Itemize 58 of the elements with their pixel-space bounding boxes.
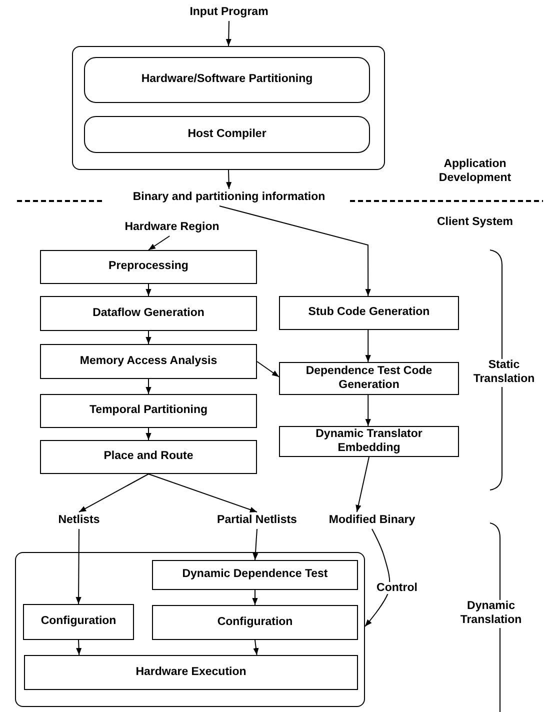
process-box [40,344,257,379]
arrow [253,640,259,656]
arrow [146,378,152,394]
process-box [152,605,358,640]
box-label: Dynamic Translator Embedding [314,428,424,456]
arrow [148,474,258,512]
box-label: Temporal Partitioning [88,404,208,418]
arrow [364,528,390,627]
arrow [146,428,152,440]
process-box [40,394,257,428]
box-label: Hardware/Software Partitioning [140,73,314,87]
group-box [72,46,385,170]
box-label: Configuration [216,616,294,630]
process-box [40,440,257,474]
arrow [78,474,149,512]
arrow [146,284,152,296]
arrow [252,590,258,606]
box-label: Configuration [40,615,118,629]
flow-label: Input Program [189,4,269,21]
flow-label: Modified Binary [318,512,426,529]
process-box [84,57,370,103]
process-box [24,655,358,690]
arrow [226,20,232,46]
flow-label: Binary and partitioning information [110,189,348,206]
box-label: Memory Access Analysis [78,354,218,368]
arrow [146,330,152,344]
arrow [226,170,232,190]
box-label: Dependence Test Code Generation [304,364,434,392]
flow-label: Partial Netlists [205,512,309,529]
arrow [256,361,280,378]
arrow [218,206,371,296]
process-box [84,116,370,153]
arrow [365,394,371,426]
process-box [40,250,257,284]
arrow [365,330,371,362]
flow-label: Netlists [50,512,108,529]
process-box [279,426,459,457]
box-label: Stub Code Generation [307,306,431,320]
process-box [279,362,459,395]
edge-label: Control [374,582,420,594]
flow-label: Hardware Region [112,219,232,236]
box-label: Place and Route [102,450,194,464]
arrow [148,236,170,250]
box-label: Hardware Execution [134,666,248,680]
box-label: Preprocessing [108,260,190,274]
process-box [279,296,459,330]
process-box [40,296,257,331]
section-label: Static Translation [471,359,537,387]
process-box [23,604,134,640]
process-box [152,560,358,590]
group-box [15,552,365,707]
arrow [76,528,82,604]
arrow [356,456,370,512]
arrow [76,640,82,656]
box-label: Host Compiler [186,128,268,142]
box-label: Dataflow Generation [92,306,206,320]
box-label: Dynamic Dependence Test [181,568,329,582]
arrow [252,528,258,560]
